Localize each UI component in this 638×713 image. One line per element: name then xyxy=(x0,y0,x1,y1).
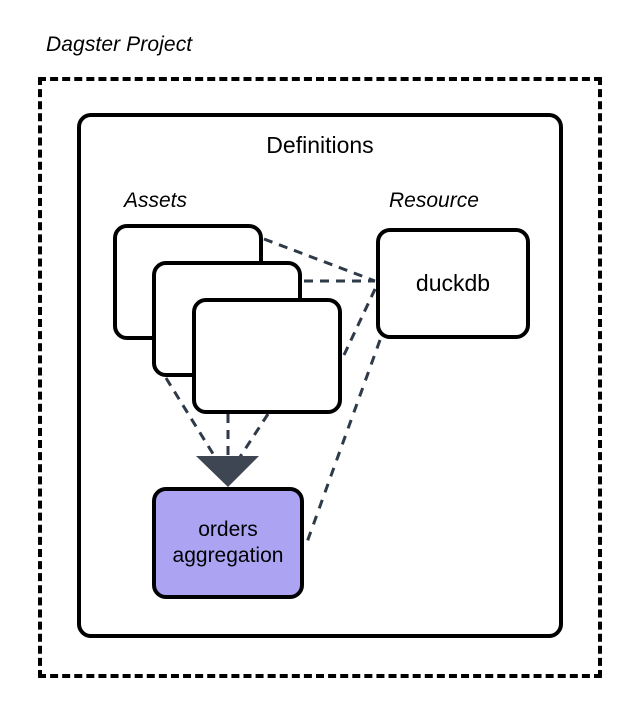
resource-duckdb-label: duckdb xyxy=(415,270,491,297)
resource-node-duckdb[interactable]: duckdb xyxy=(376,228,530,339)
assets-group-label: Assets xyxy=(124,189,188,212)
asset-card-placeholder-3[interactable] xyxy=(192,298,342,414)
project-boundary-dashed xyxy=(38,77,602,678)
asset-node-orders-aggregation[interactable]: orders aggregation xyxy=(152,487,304,599)
definitions-label: Definitions xyxy=(266,132,374,158)
project-title: Dagster Project xyxy=(46,33,193,56)
resource-group-label: Resource xyxy=(389,189,479,212)
asset-orders-aggregation-label: orders aggregation xyxy=(172,518,284,567)
definitions-container xyxy=(77,113,563,638)
